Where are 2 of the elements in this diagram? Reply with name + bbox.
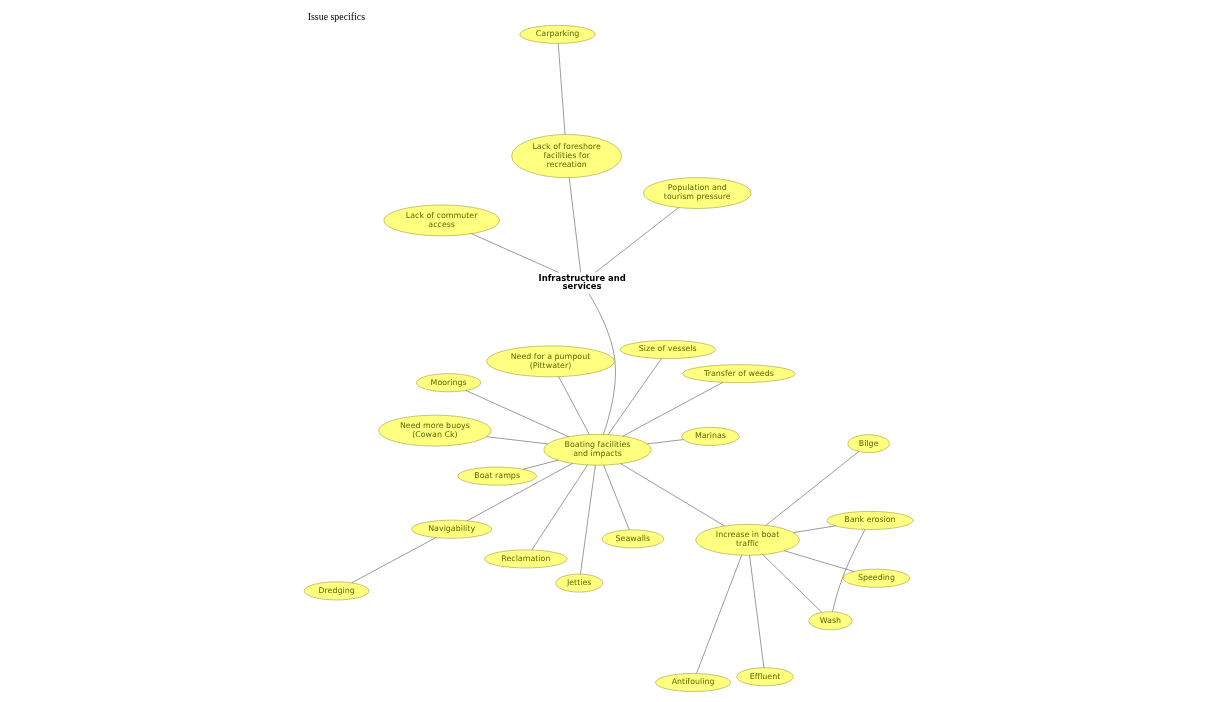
diagram-title: Issue specifics bbox=[307, 11, 365, 23]
node-text: Infrastructure and services bbox=[538, 272, 626, 292]
